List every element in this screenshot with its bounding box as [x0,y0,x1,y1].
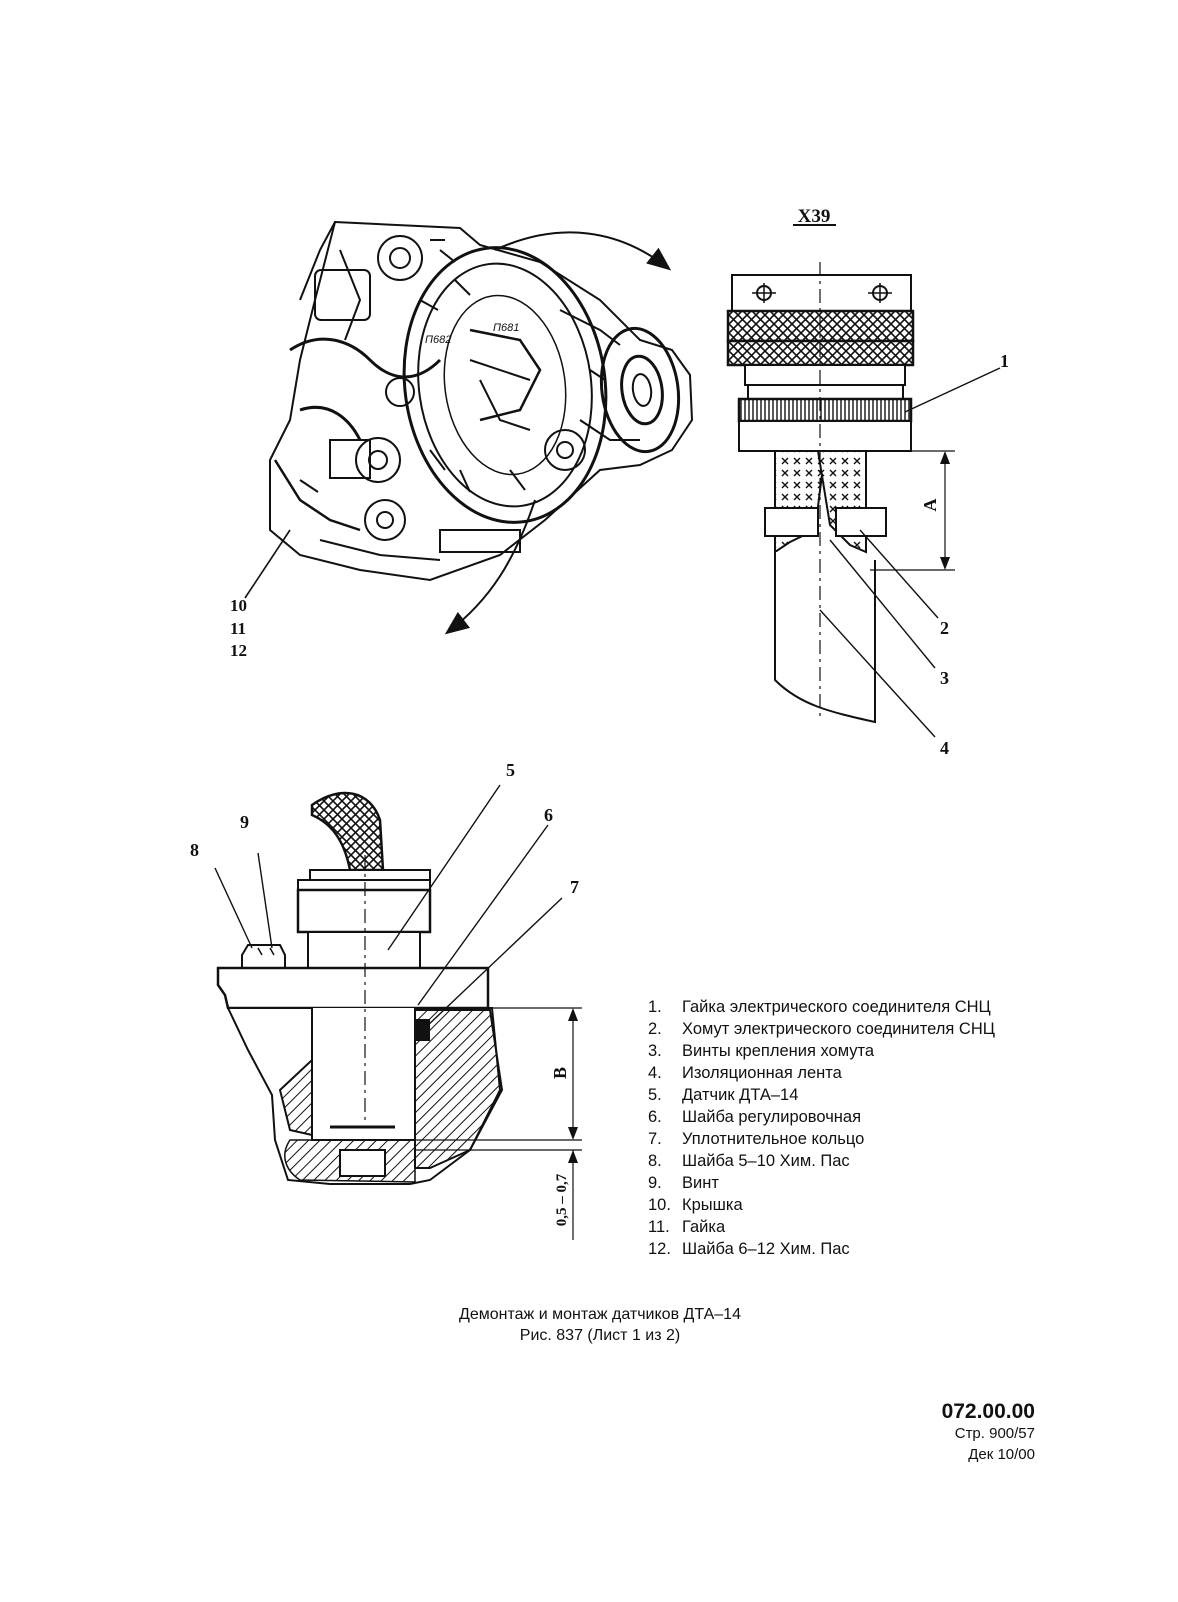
view-label: X39 [798,206,831,227]
callout-12: 12 [230,641,247,660]
legend-text: Уплотнительное кольцо [682,1130,865,1148]
legend-item: 5. Датчик ДТА–14 [648,1084,995,1106]
callout-numbers: 1 2 3 4 5 6 7 8 9 10 11 12 [190,351,1009,897]
dimension-a-label: A [920,499,940,512]
legend-item: 2. Хомут электрического соединителя СНЦ [648,1018,995,1040]
callout-2: 2 [940,618,949,638]
connector-view-x39: X39 A [726,206,1001,738]
legend-num: 8. [648,1152,662,1170]
legend-text: Шайба 6–12 Хим. Пас [682,1240,850,1258]
legend-text: Крышка [682,1196,743,1214]
revision-date: Дек 10/00 [968,1446,1035,1463]
callout-8: 8 [190,840,199,860]
legend-text: Гайка [682,1218,726,1236]
svg-text:П681: П681 [493,322,519,334]
legend-item: 7. Уплотнительное кольцо [648,1128,995,1150]
legend-text: Винт [682,1174,719,1192]
callout-1: 1 [1000,351,1009,371]
callout-11: 11 [230,619,246,638]
dimension-gap-label: 0,5 – 0,7 [554,1173,570,1226]
document-number: 072.00.00 [941,1400,1035,1423]
legend-item: 6. Шайба регулировочная [648,1106,995,1128]
callout-7: 7 [570,877,579,897]
callout-9: 9 [240,812,249,832]
legend-text: Шайба 5–10 Хим. Пас [682,1152,850,1170]
legend-text: Винты крепления хомута [682,1042,875,1060]
callout-4: 4 [940,738,949,758]
callout-10: 10 [230,596,247,615]
legend-item: 4. Изоляционная лента [648,1062,995,1084]
legend-text: Хомут электрического соединителя СНЦ [682,1020,995,1038]
legend-item: 9. Винт [648,1172,995,1194]
sensor-section-view: B 0,5 – 0,7 [214,784,582,1240]
legend-item: 12. Шайба 6–12 Хим. Пас [648,1238,995,1260]
legend-num: 1. [648,998,662,1016]
legend-num: 7. [648,1130,662,1148]
svg-text:П682: П682 [425,334,451,346]
legend-num: 4. [648,1064,662,1082]
dimension-b-label: B [550,1067,570,1079]
page-number: Стр. 900/57 [954,1425,1035,1442]
legend-num: 6. [648,1108,662,1126]
legend-item: 8. Шайба 5–10 Хим. Пас [648,1150,995,1172]
parts-legend: 1. Гайка электрического соединителя СНЦ 2… [648,996,995,1260]
figure-number: Рис. 837 (Лист 1 из 2) [519,1327,681,1344]
legend-num: 9. [648,1174,662,1192]
legend-text: Гайка электрического соединителя СНЦ [682,998,991,1016]
legend-item: 1. Гайка электрического соединителя СНЦ [648,996,995,1018]
legend-num: 10. [648,1196,671,1214]
legend-item: 11. Гайка [648,1216,995,1238]
legend-num: 12. [648,1240,671,1258]
figure-title: Демонтаж и монтаж датчиков ДТА–14 [459,1306,741,1323]
legend-text: Изоляционная лента [682,1064,842,1082]
legend-text: Датчик ДТА–14 [682,1086,799,1104]
callout-5: 5 [506,760,515,780]
engine-illustration: П681 П682 [244,220,694,635]
legend-num: 3. [648,1042,662,1060]
legend-text: Шайба регулировочная [682,1108,862,1126]
callout-3: 3 [940,668,949,688]
legend-item: 10. Крышка [648,1194,995,1216]
legend-item: 3. Винты крепления хомута [648,1040,995,1062]
legend-num: 2. [648,1020,662,1038]
legend-num: 5. [648,1086,662,1104]
legend-num: 11. [648,1218,670,1236]
callout-6: 6 [544,805,553,825]
